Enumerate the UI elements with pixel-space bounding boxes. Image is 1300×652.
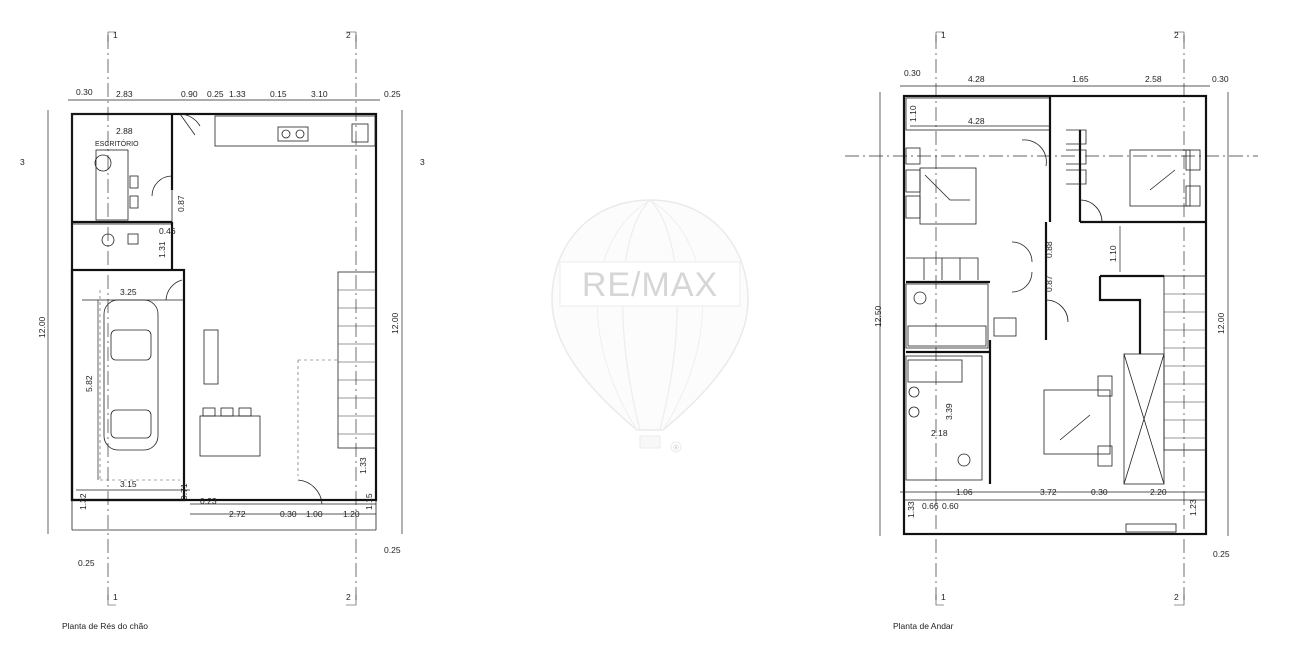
axis-1-top: 1 <box>113 30 118 40</box>
uf-dim-bottom-left-1: 0.66 <box>922 501 939 511</box>
gf-dim-top-1: 0.30 <box>76 87 93 97</box>
axis-2-top: 2 <box>346 30 351 40</box>
gf-dim-small-b: 0.23 <box>200 496 217 506</box>
ground-floor-title: Planta de Rés do chão <box>62 621 148 631</box>
room-label-escritorio: ESCRITÓRIO <box>95 139 139 148</box>
uf-dim-bottom-3: 0.30 <box>1091 487 1108 497</box>
gf-dim-terrace-4: 1.20 <box>343 509 360 519</box>
gf-dim-top-5: 1.33 <box>229 89 246 99</box>
uf-dim-bottom-2: 3.72 <box>1040 487 1057 497</box>
gf-dim-left-bottom: 1.32 <box>78 493 88 510</box>
upper-floor-title: Planta de Andar <box>893 621 954 631</box>
axis-2-top-upper: 2 <box>1174 30 1179 40</box>
axis-1-bottom-upper: 1 <box>941 592 946 602</box>
uf-dim-top-3: 1.65 <box>1072 74 1089 84</box>
uf-dim-inner-top: 4.28 <box>968 116 985 126</box>
gf-dim-top-8: 0.25 <box>384 89 401 99</box>
gf-dim-garage-depth: 5.82 <box>84 375 94 392</box>
gf-dim-terrace-3: 1.00 <box>306 509 323 519</box>
uf-dim-bath-width: 2.18 <box>931 428 948 438</box>
uf-dim-door-b: 0.87 <box>1044 275 1054 292</box>
gf-dim-top-3: 0.90 <box>181 89 198 99</box>
gf-dim-right-a: 1.33 <box>358 457 368 474</box>
gf-dim-right-b: 1.15 <box>364 493 374 510</box>
uf-dim-corner-br: 0.25 <box>1213 549 1230 559</box>
gf-dim-wc-a: 0.46 <box>159 226 176 236</box>
axis-3-left: 3 <box>20 157 25 167</box>
watermark-registered-mark: ® <box>673 444 679 452</box>
uf-dim-door-a: 0.88 <box>1044 241 1054 258</box>
uf-dim-left-height: 12.50 <box>873 305 883 327</box>
uf-dim-top-5: 0.30 <box>1212 74 1229 84</box>
gf-dim-bottom-inner: 3.15 <box>120 479 137 489</box>
gf-dim-wc-b: 1.31 <box>157 241 167 258</box>
gf-dim-top-2: 2.83 <box>116 89 133 99</box>
uf-dim-bottom-left-2: 0.60 <box>942 501 959 511</box>
watermark-brand: RE/MAX <box>582 266 718 304</box>
gf-dim-right-height: 12.00 <box>390 312 400 334</box>
uf-dim-top-1: 0.30 <box>904 68 921 78</box>
gf-dim-office-width: 2.88 <box>116 126 133 136</box>
uf-dim-stair: 1.10 <box>1108 245 1118 262</box>
gf-dim-top-6: 0.15 <box>270 89 287 99</box>
gf-dim-door-a: 0.87 <box>176 195 186 212</box>
axis-3-right: 3 <box>420 157 425 167</box>
uf-dim-right-height: 12.00 <box>1216 312 1226 334</box>
gf-dim-corner-bl: 0.25 <box>78 558 95 568</box>
gf-dim-garage-width: 3.25 <box>120 287 137 297</box>
gf-dim-terrace-2: 0.30 <box>280 509 297 519</box>
upper-floor-plan: 1 2 1 2 <box>845 30 1258 606</box>
axis-2-bottom: 2 <box>346 592 351 602</box>
axis-1-bottom: 1 <box>113 592 118 602</box>
uf-dim-bottom-4: 2.20 <box>1150 487 1167 497</box>
uf-dim-left-small: 1.10 <box>908 105 918 122</box>
uf-dim-right-bottom: 1.23 <box>1188 499 1198 516</box>
gf-dim-left-height: 12.00 <box>37 316 47 338</box>
axis-2-bottom-upper: 2 <box>1174 592 1179 602</box>
remax-balloon-watermark <box>551 199 749 453</box>
gf-dim-top-4: 0.25 <box>207 89 224 99</box>
uf-dim-top-2: 4.28 <box>968 74 985 84</box>
ground-floor-plan: 1 2 1 2 3 3 ESCRITÓRIO <box>20 30 425 606</box>
uf-dim-bath-height: 3.39 <box>944 403 954 420</box>
uf-dim-bottom-1: 1.06 <box>956 487 973 497</box>
axis-1-top-upper: 1 <box>941 30 946 40</box>
gf-dim-top-7: 3.10 <box>311 89 328 99</box>
gf-dim-terrace-1: 2.72 <box>229 509 246 519</box>
gf-dim-small-a: 0.71 <box>179 483 189 500</box>
uf-dim-left-bottom: 1.33 <box>906 501 916 518</box>
gf-dim-corner-br: 0.25 <box>384 545 401 555</box>
uf-dim-top-4: 2.58 <box>1145 74 1162 84</box>
